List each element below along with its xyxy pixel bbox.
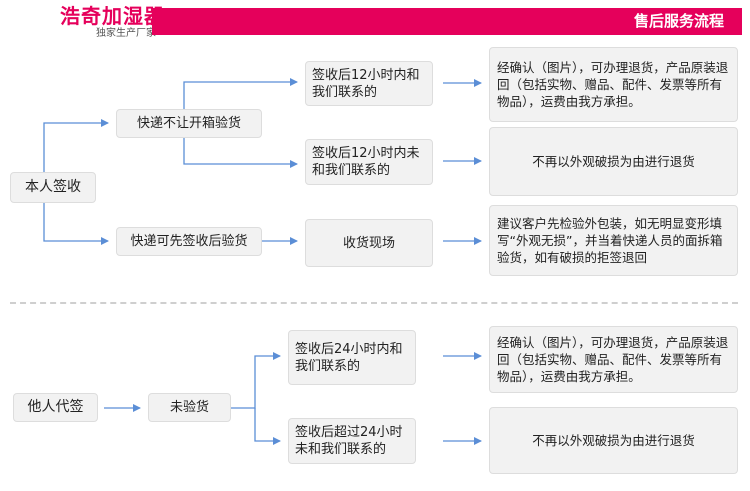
node-contact-within-12h: 签收后12小时内和我们联系的	[305, 61, 433, 106]
node-no-open-inspection: 快递不让开箱验货	[116, 109, 262, 138]
page-title: 售后服务流程	[633, 12, 724, 30]
arrow-root-to-branch-a	[43, 119, 109, 172]
result-return-approved: 经确认（图片），可办理退货，产品原装退回（包括实物、赠品、配件、发票等所有物品）…	[489, 47, 738, 122]
brand-subtitle: 独家生产厂家	[96, 28, 156, 39]
arrow-root-to-branch-b	[43, 203, 109, 245]
brand-logo-text: 浩奇加湿器	[60, 4, 165, 28]
arrow-branch-a-to-case-2	[183, 138, 298, 168]
node-proxy-sign: 他人代签	[13, 393, 98, 422]
node-self-sign: 本人签收	[10, 172, 96, 203]
result-inspect-advice: 建议客户先检验外包装，如无明显变形填写“外观无损”，并当着快递人员的面拆箱验货，…	[489, 205, 738, 276]
arrow-branch-a-to-case-1	[183, 78, 298, 109]
arrow-branch2-to-case-1	[231, 352, 281, 409]
node-over-24h-no-contact: 签收后超过24小时未和我们联系的	[288, 418, 416, 464]
node-contact-within-24h: 签收后24小时内和我们联系的	[288, 330, 416, 385]
node-delivery-site: 收货现场	[305, 219, 433, 267]
result2-return-approved: 经确认（图片），可办理退货，产品原装退回（包括实物、赠品、配件、发票等所有物品）…	[489, 326, 738, 393]
result2-no-return: 不再以外观破损为由进行退货	[489, 407, 738, 474]
node-sign-then-inspect: 快递可先签收后验货	[116, 227, 262, 256]
header-bar: 售后服务流程	[152, 8, 742, 35]
result-no-return: 不再以外观破损为由进行退货	[489, 127, 738, 196]
node-not-inspected: 未验货	[148, 393, 231, 422]
section-divider	[10, 302, 738, 304]
node-no-contact-within-12h: 签收后12小时内未和我们联系的	[305, 139, 433, 185]
arrow-branch2-to-case-2	[254, 408, 281, 445]
